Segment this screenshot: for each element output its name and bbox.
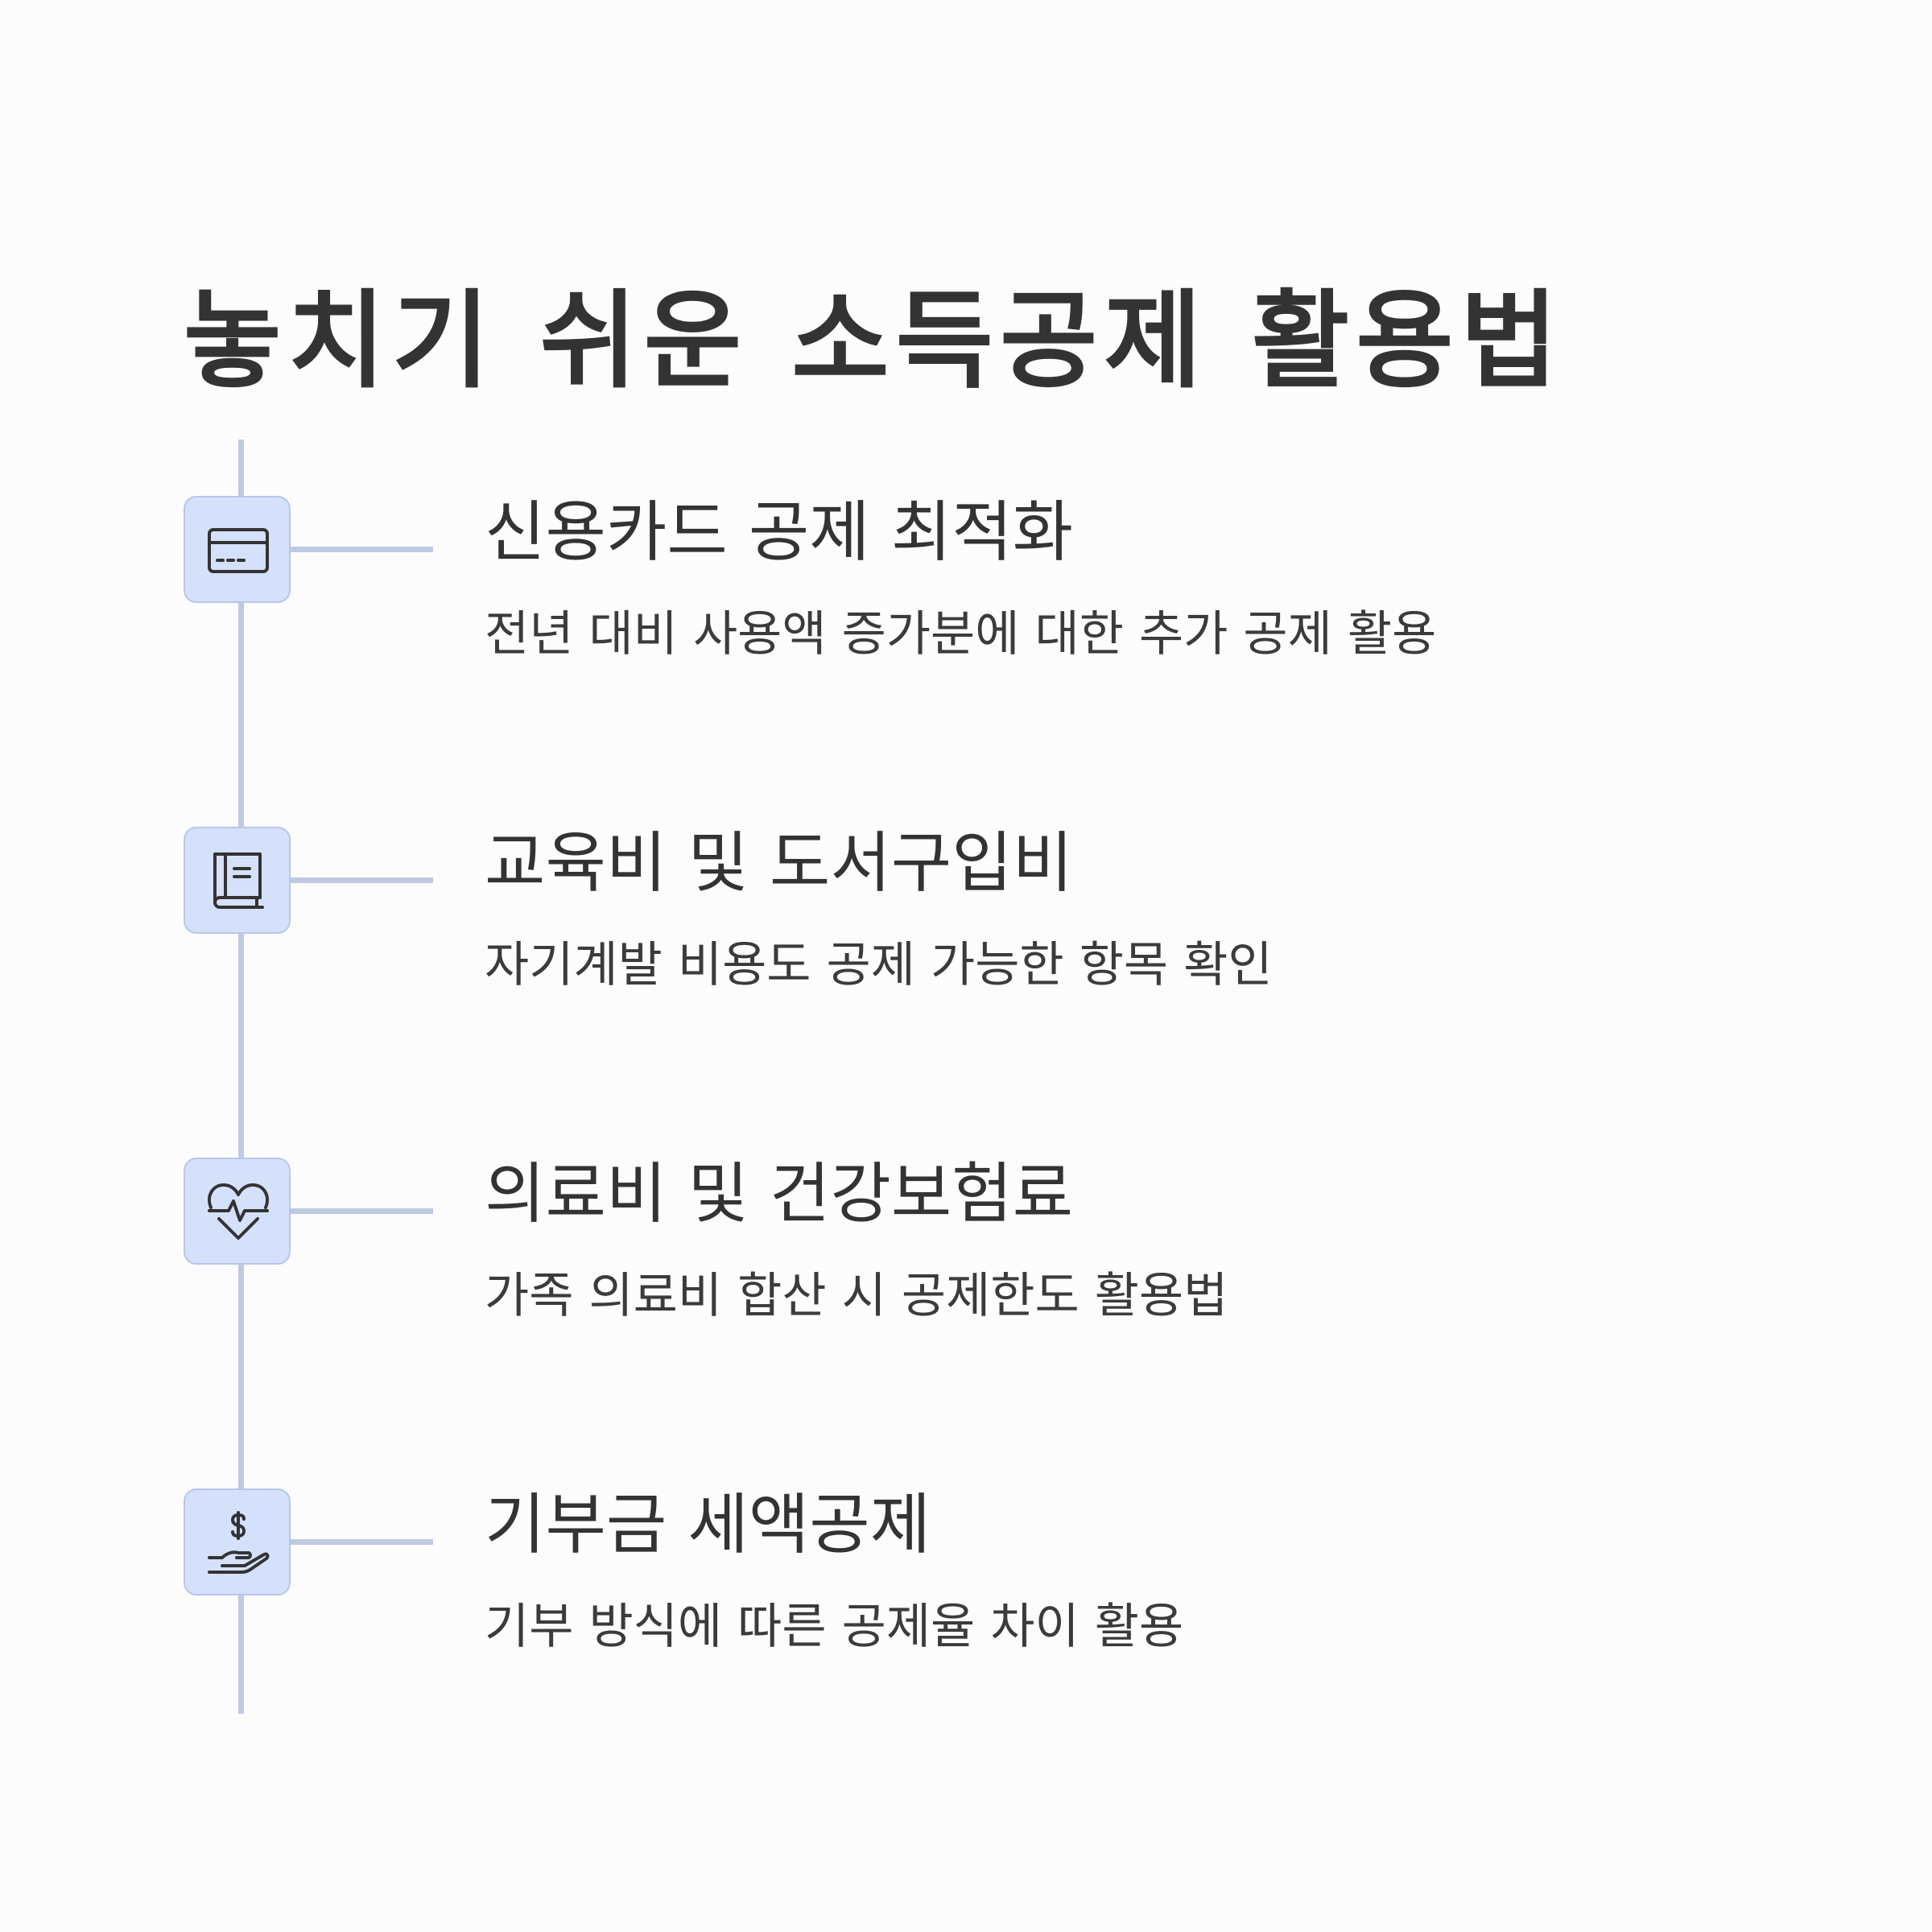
timeline-step-credit-card: 신용카드 공제 최적화 전년 대비 사용액 증가분에 대한 추가 공제 활용 <box>0 494 1932 663</box>
credit-card-icon <box>208 528 269 573</box>
book-icon <box>213 852 264 909</box>
connector-line <box>291 1208 433 1214</box>
icon-box <box>184 1158 291 1265</box>
connector-line <box>291 1539 433 1545</box>
connector-line <box>291 547 433 552</box>
step-description: 기부 방식에 따른 공제율 차이 활용 <box>485 1599 1184 1655</box>
connector-line <box>291 877 433 883</box>
step-title: 교육비 및 도서구입비 <box>485 825 1074 902</box>
step-description: 자기계발 비용도 공제 가능한 항목 확인 <box>485 937 1273 993</box>
timeline-step-donation: 기부금 세액공제 기부 방식에 따른 공제율 차이 활용 <box>0 1487 1932 1655</box>
hand-coin-icon <box>208 1511 270 1574</box>
timeline-line <box>238 440 244 1714</box>
step-description: 전년 대비 사용액 증가분에 대한 추가 공제 활용 <box>485 606 1437 663</box>
icon-box <box>184 1488 291 1596</box>
page-title: 놓치기 쉬운 소득공제 활용법 <box>184 279 1565 404</box>
step-title: 기부금 세액공제 <box>485 1487 931 1563</box>
timeline-step-medical: 의료비 및 건강보험료 가족 의료비 합산 시 공제한도 활용법 <box>0 1156 1932 1324</box>
step-title: 신용카드 공제 최적화 <box>485 494 1074 571</box>
icon-box <box>184 496 291 603</box>
icon-box <box>184 827 291 934</box>
heart-pulse-icon <box>208 1183 269 1240</box>
timeline-step-education: 교육비 및 도서구입비 자기계발 비용도 공제 가능한 항목 확인 <box>0 825 1932 993</box>
step-description: 가족 의료비 합산 시 공제한도 활용법 <box>485 1268 1228 1324</box>
step-title: 의료비 및 건강보험료 <box>485 1156 1074 1232</box>
